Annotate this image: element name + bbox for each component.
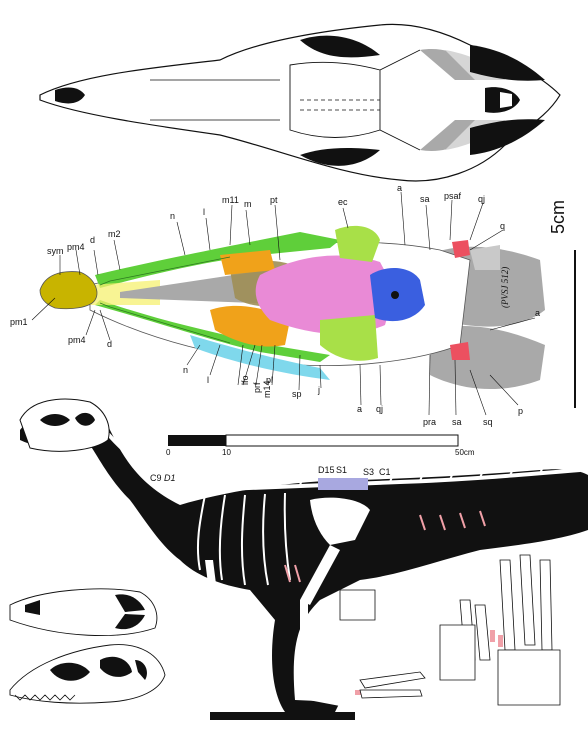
label-a-upper: a (397, 183, 403, 193)
label-pra: pra (423, 417, 437, 427)
label-pm1: pm1 (10, 317, 28, 327)
vert-label-s1: S1 (336, 465, 348, 475)
vert-label-s3: S3 (363, 467, 375, 477)
label-d-lower: d (107, 339, 113, 349)
label-pt: pt (270, 195, 278, 205)
label-sa-lower: sa (452, 417, 462, 427)
label-ec: ec (338, 197, 348, 207)
small-skull-dorsal (9, 588, 158, 636)
label-psaf: psaf (444, 191, 462, 201)
scale-label-5cm: 5cm (548, 199, 568, 234)
label-sa-upper: sa (420, 194, 430, 204)
scale-tick-0: 0 (166, 448, 171, 457)
specimen-id: (PVSJ 512) (500, 266, 510, 308)
skeleton-silhouette (19, 398, 588, 720)
pedal-detail (339, 589, 426, 699)
label-pm4-lower: pm4 (68, 335, 86, 345)
small-skull-lateral (9, 644, 166, 704)
label-l-upper: l (203, 207, 205, 217)
vert-label-d15: D15 (318, 465, 335, 475)
palate-ventral-view (31, 191, 545, 447)
vert-label-d1: D1 (164, 473, 176, 483)
scale-tick-10: 10 (222, 448, 231, 457)
label-lfo: lfo (240, 375, 250, 385)
label-j: j (318, 385, 320, 395)
label-pm4-upper: pm4 (67, 242, 85, 252)
foot-detail (439, 554, 561, 706)
label-pl: pl (266, 375, 274, 385)
label-m11: m11 (222, 195, 239, 205)
label-qj-lower: qj (376, 404, 384, 414)
label-n-upper: n (170, 211, 176, 221)
label-a-right: a (535, 308, 541, 318)
vert-label-c9: C9 (150, 473, 162, 483)
label-q: q (500, 221, 506, 231)
skull-dorsal-view (39, 23, 561, 182)
label-n-lower: n (183, 365, 189, 375)
label-prf: prf (252, 382, 262, 393)
label-p: p (518, 406, 524, 416)
label-m: m (244, 199, 252, 209)
scale-tick-50cm: 50cm (455, 448, 475, 457)
vert-label-c1: C1 (379, 467, 391, 477)
label-a-lower: a (357, 404, 363, 414)
label-sp: sp (292, 389, 302, 399)
label-qj-upper: qj (478, 194, 486, 204)
label-l-lower: l (207, 375, 209, 385)
label-sq: sq (483, 417, 493, 427)
label-sym: sym (47, 246, 64, 256)
label-d-upper: d (90, 235, 96, 245)
label-m2: m2 (108, 229, 121, 239)
